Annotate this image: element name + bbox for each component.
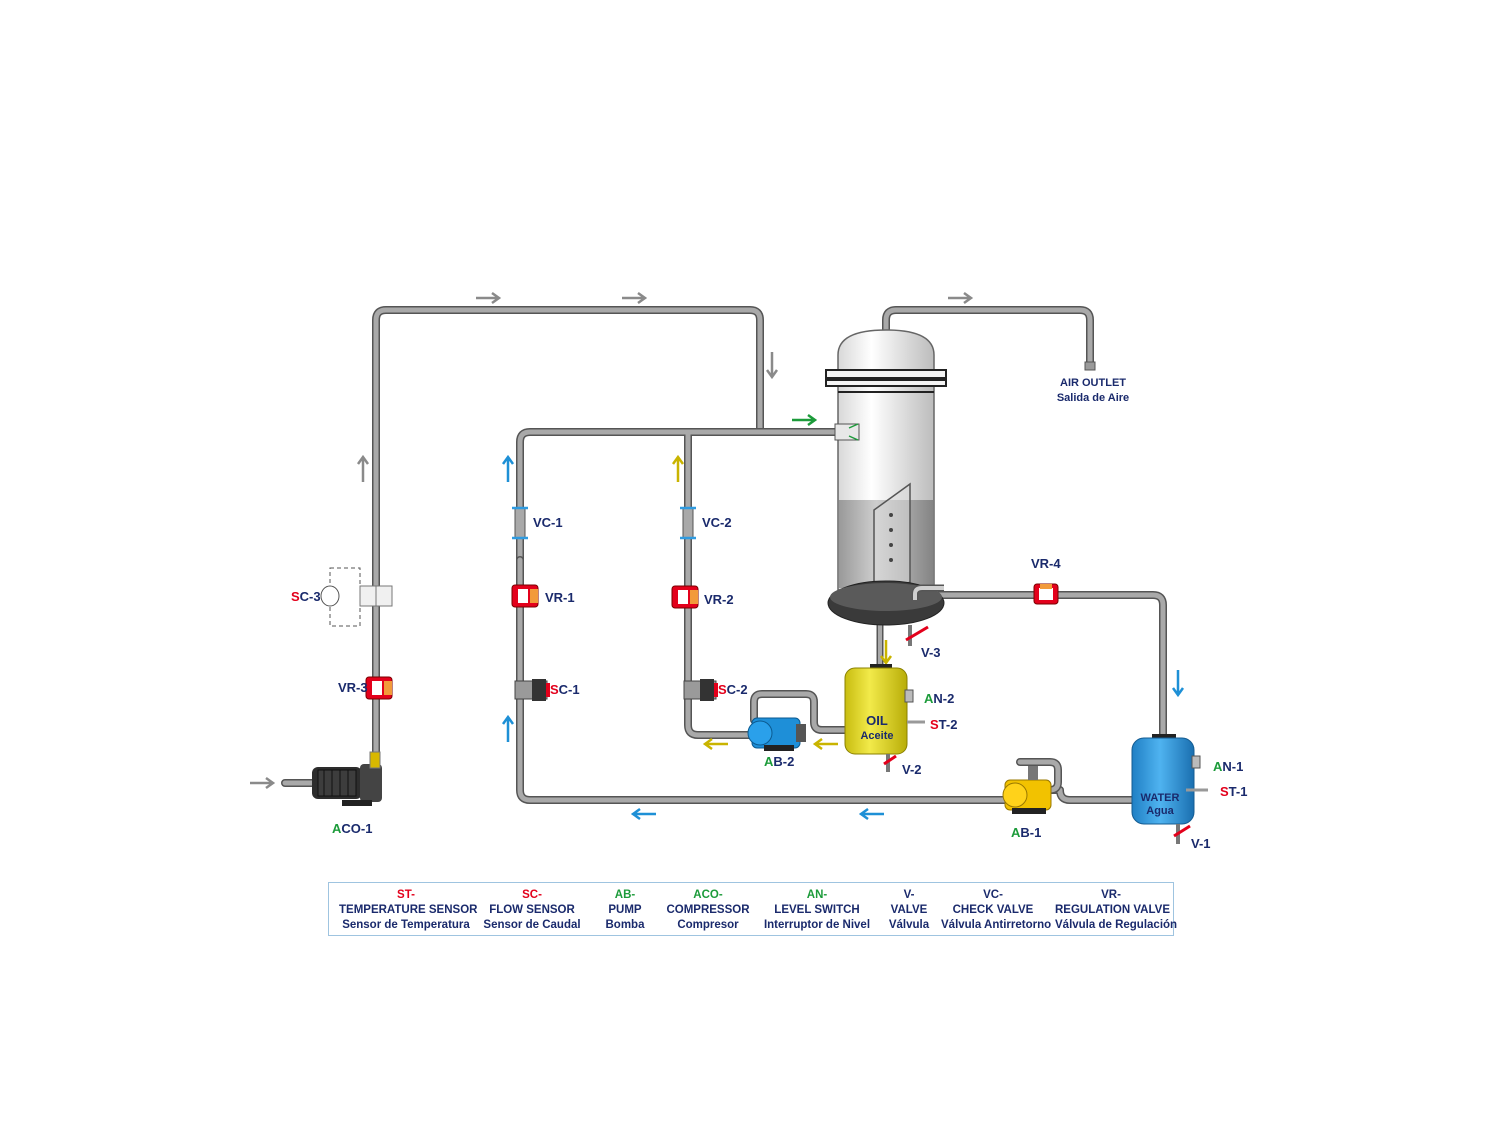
vc1-label: VC-1 bbox=[533, 515, 563, 530]
v2-label: V-2 bbox=[902, 762, 922, 777]
oil-loop-pipe bbox=[684, 536, 849, 739]
legend-item-check-valve: VC- CHECK VALVE Válvula Antirretorno bbox=[941, 889, 1052, 931]
legend-item-regulation-valve: VR- REGULATION VALVE Válvula de Regulaci… bbox=[1055, 889, 1178, 931]
v1-label: V-1 bbox=[1191, 836, 1211, 851]
vr3-label: VR-3 bbox=[338, 680, 368, 695]
oil-tank-sublabel: Aceite bbox=[860, 730, 893, 742]
sc3-label: SC-3 bbox=[291, 589, 321, 604]
vr1-label: VR-1 bbox=[545, 590, 575, 605]
green-flow-arrow bbox=[792, 413, 818, 427]
regulation-valve-vr3[interactable] bbox=[365, 676, 393, 700]
gray-flow-arrows bbox=[250, 291, 974, 790]
legend-item-valve: V- VALVE Válvula bbox=[888, 889, 930, 931]
sc1-label: SC-1 bbox=[550, 682, 580, 697]
legend-item-compressor: ACO- COMPRESSOR Compresor bbox=[666, 889, 750, 931]
check-valve-vc2[interactable] bbox=[680, 506, 696, 540]
legend-item-flow-sensor: SC- FLOW SENSOR Sensor de Caudal bbox=[483, 889, 581, 931]
check-valve-vc1[interactable] bbox=[512, 506, 528, 540]
blue-flow-arrows bbox=[501, 454, 1185, 821]
vr2-label: VR-2 bbox=[704, 592, 734, 607]
v3-label: V-3 bbox=[921, 645, 941, 660]
oil-tank-label: OIL bbox=[866, 713, 888, 728]
st2-label: ST-2 bbox=[930, 717, 957, 732]
legend-item-temperature-sensor: ST- TEMPERATURE SENSOR Sensor de Tempera… bbox=[339, 889, 478, 931]
component-labels: VC-1 VC-2 VR-1 VR-2 VR-3 VR-4 SC-1 SC-2 … bbox=[291, 377, 1247, 851]
inlet-header-pipe bbox=[516, 428, 839, 564]
flow-sensor-sc2[interactable] bbox=[683, 679, 718, 701]
legend-item-pump: AB- PUMP Bomba bbox=[605, 889, 645, 931]
an2-label: AN-2 bbox=[924, 691, 954, 706]
valve-v3[interactable] bbox=[905, 625, 929, 646]
legend: ST- TEMPERATURE SENSOR Sensor de Tempera… bbox=[328, 882, 1178, 936]
air-outlet-sublabel: Salida de Aire bbox=[1057, 392, 1129, 404]
an1-label: AN-1 bbox=[1213, 759, 1243, 774]
legend-item-level-switch: AN- LEVEL SWITCH Interruptor de Nivel bbox=[763, 889, 871, 931]
flow-arrows bbox=[250, 291, 1185, 821]
regulation-valve-vr2[interactable] bbox=[671, 585, 699, 609]
ab2-label: AB-2 bbox=[764, 754, 794, 769]
pipes bbox=[281, 306, 1167, 804]
compressor-aco1[interactable] bbox=[312, 751, 382, 806]
pump-ab1[interactable] bbox=[1002, 766, 1052, 814]
air-outlet-nozzle bbox=[1084, 361, 1096, 371]
air-outlet-label: AIR OUTLET bbox=[1060, 377, 1126, 389]
separator-vessel bbox=[825, 329, 947, 626]
water-tank bbox=[1131, 734, 1208, 844]
ab1-label: AB-1 bbox=[1011, 825, 1041, 840]
flow-sensor-sc1[interactable] bbox=[514, 679, 550, 701]
vc2-label: VC-2 bbox=[702, 515, 732, 530]
regulation-valve-vr1[interactable] bbox=[511, 584, 539, 608]
sc2-label: SC-2 bbox=[718, 682, 748, 697]
water-tank-sublabel: Agua bbox=[1146, 805, 1174, 817]
flow-sensor-sc3[interactable] bbox=[320, 567, 393, 627]
water-tank-label: WATER bbox=[1141, 792, 1180, 804]
oil-tank bbox=[844, 664, 925, 772]
pump-ab2[interactable] bbox=[747, 717, 806, 751]
vr4-label: VR-4 bbox=[1031, 556, 1061, 571]
st1-label: ST-1 bbox=[1220, 784, 1247, 799]
regulation-valve-vr4[interactable] bbox=[1033, 583, 1059, 605]
aco1-label: ACO-1 bbox=[332, 821, 372, 836]
yellow-flow-arrows bbox=[671, 454, 893, 751]
